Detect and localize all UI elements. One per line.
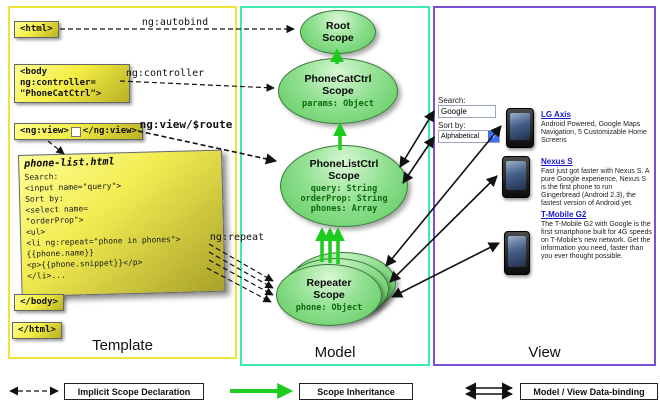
root-scope-title: Root Scope — [322, 20, 354, 44]
phone-desc-tmobile-g2: The T-Mobile G2 with Google is the first… — [541, 221, 652, 260]
repeater-scope-title: Repeater Scope — [306, 277, 352, 301]
view-panel-label: View — [528, 344, 561, 361]
phonelistctrl-scope-title: PhoneListCtrl Scope — [309, 158, 379, 182]
phone-desc-lg-axis: Android Powered, Google Maps Navigation,… — [541, 121, 647, 144]
phone-list-code: Search: <input name="query"> Sort by: <s… — [24, 171, 181, 281]
template-panel: Template — [8, 6, 237, 359]
body-open-tag-box: <body ng:controller= "PhoneCatCtrl"> — [14, 64, 130, 103]
phonecatctrl-scope-title: PhoneCatCtrl Scope — [304, 73, 372, 97]
body-close-tag: </body> — [20, 297, 58, 307]
dropdown-arrow-icon: ▼ — [488, 131, 499, 142]
legend-implicit-scope-label: Implicit Scope Declaration — [77, 386, 191, 397]
repeater-scope-props: phone: Object — [295, 303, 363, 313]
sort-select[interactable]: Alphabetical ▼ — [438, 130, 500, 143]
html-close-tag: </html> — [18, 325, 56, 335]
ng-view-open-tag: <ng:view> — [20, 126, 69, 136]
sort-label: Sort by: — [438, 121, 466, 130]
phonelistctrl-scope-node: PhoneListCtrl Scope query: String orderP… — [280, 145, 408, 227]
phonecatctrl-scope-node: PhoneCatCtrl Scope params: Object — [278, 58, 398, 124]
ng-view-placeholder-icon — [70, 126, 81, 137]
phone-image-nexus-s — [502, 156, 530, 198]
template-panel-label: Template — [92, 337, 153, 354]
phone-link-nexus-s[interactable]: Nexus S — [541, 157, 573, 166]
phone-image-tmobile-g2 — [504, 231, 530, 275]
html-open-tag-box: <html> — [14, 21, 59, 38]
model-panel-label: Model — [314, 344, 356, 361]
phone-desc-nexus-s: Fast just got faster with Nexus S. A pur… — [541, 168, 650, 207]
phonelistctrl-scope-props: query: String orderProp: String phones: … — [300, 184, 388, 214]
legend-implicit-scope-box: Implicit Scope Declaration — [64, 383, 204, 400]
search-input[interactable] — [438, 105, 496, 118]
html-close-tag-box: </html> — [12, 322, 62, 339]
sort-select-value: Alphabetical — [441, 133, 480, 140]
legend-data-binding-box: Model / View Data-binding — [520, 383, 658, 400]
ng-view-close-tag: </ng:view> — [82, 126, 137, 136]
body-open-tag: <body ng:controller= "PhoneCatCtrl"> — [20, 67, 102, 99]
legend-scope-inheritance-label: Scope Inheritance — [317, 386, 395, 397]
ng-view-tag-box: <ng:view> </ng:view> — [14, 123, 143, 140]
phonecatctrl-scope-props: params: Object — [302, 99, 374, 109]
phone-list-template-note: phone-list.html Search: <input name="que… — [18, 149, 226, 297]
legend-scope-inheritance-box: Scope Inheritance — [299, 383, 413, 400]
root-scope-node: Root Scope — [300, 10, 376, 54]
phone-image-lg-axis — [506, 108, 534, 148]
repeater-scope-node: Repeater Scope phone: Object — [276, 264, 382, 326]
search-label: Search: — [438, 96, 466, 105]
legend-data-binding-label: Model / View Data-binding — [533, 386, 645, 397]
phone-link-tmobile-g2[interactable]: T-Mobile G2 — [541, 210, 587, 219]
phone-link-lg-axis[interactable]: LG Axis — [541, 110, 571, 119]
html-open-tag: <html> — [20, 24, 53, 34]
body-close-tag-box: </body> — [14, 294, 64, 311]
